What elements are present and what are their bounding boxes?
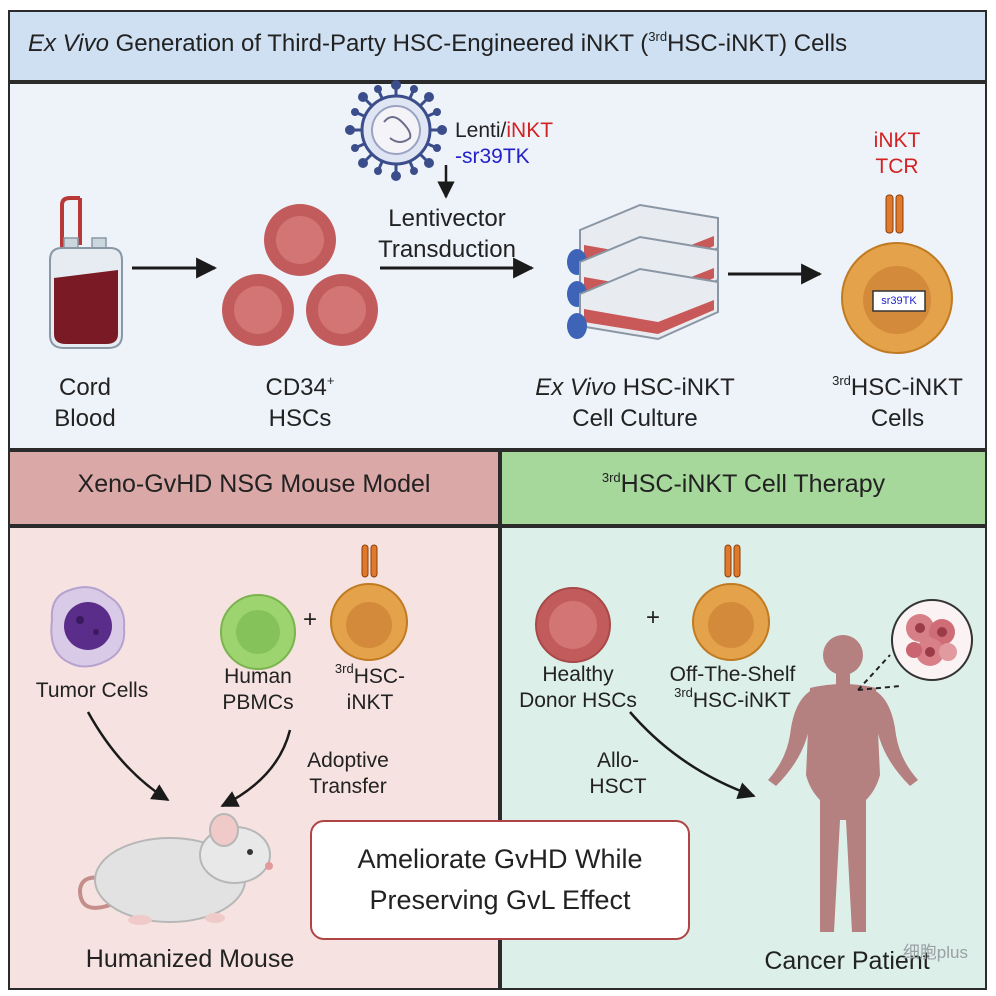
cancer-patient-label: Cancer Patient — [764, 947, 930, 975]
patient-figure-icon — [768, 635, 918, 932]
page-title: Ex Vivo Generation of Third-Party HSC-En… — [28, 29, 848, 57]
inkt-label-left: 3rdHSC- iNKT — [334, 661, 406, 714]
tumor-cell-icon — [50, 586, 126, 668]
arrow-tumor-to-mouse — [86, 711, 170, 802]
donor-hsc-icon — [535, 587, 611, 663]
mouse-model-title: Xeno-GvHD NSG Mouse Model — [77, 470, 431, 498]
mouse-model-header — [8, 450, 500, 526]
offshelf-label: Off-The-Shelf 3rdHSC-iNKT — [669, 663, 796, 712]
culture-flasks-icon — [567, 203, 719, 341]
inkt-cell-icon — [841, 194, 953, 354]
tumor-zoom-icon — [857, 599, 973, 691]
arrow-transfer-to-mouse — [220, 729, 292, 808]
hsc-cells-icon — [222, 204, 378, 346]
hsc-label: CD34+ HSCs — [265, 373, 335, 432]
inkt-cell-small-icon — [330, 544, 408, 661]
vector-label: Lenti/iNKT -sr39TK — [455, 119, 554, 168]
culture-label: Ex Vivo HSC-iNKT Cell Culture — [535, 374, 735, 432]
key-outcome-callout: Ameliorate GvHD While Preserving GvL Eff… — [310, 820, 690, 940]
plus-sign-left: + — [303, 606, 318, 633]
therapy-header — [500, 450, 987, 526]
title-banner — [8, 10, 987, 82]
arrow-allo-hsct — [629, 711, 756, 800]
therapy-title: 3rdHSC-iNKT Cell Therapy — [601, 470, 886, 498]
tumor-label: Tumor Cells — [35, 679, 149, 702]
pbmc-cell-icon — [220, 594, 296, 670]
allo-hsct-label: Allo-HSCT — [589, 749, 647, 798]
sr39tk-label: sr39TK — [881, 295, 917, 307]
humanized-mouse-label: Humanized Mouse — [85, 945, 295, 973]
product-label: 3rdHSC-iNKT Cells — [832, 373, 963, 432]
mouse-icon — [77, 813, 273, 925]
inkt-cell-offshelf-icon — [692, 544, 770, 661]
workflow-panel — [8, 82, 987, 450]
cord-blood-bag-icon — [49, 196, 123, 349]
plus-sign-right: + — [646, 604, 661, 631]
lentivirus-icon — [345, 80, 447, 181]
sr39tk-gene-box — [872, 290, 926, 312]
watermark: 细胞plus — [902, 943, 968, 962]
